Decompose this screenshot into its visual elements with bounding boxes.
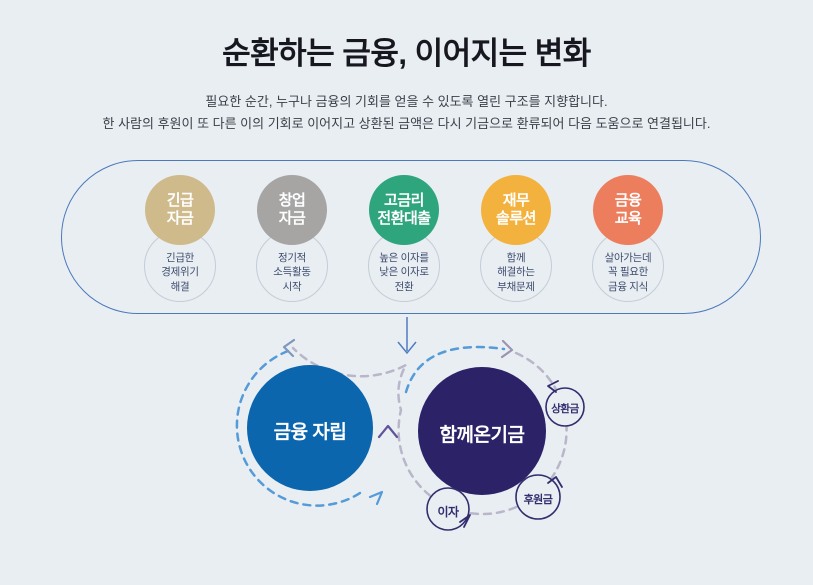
- repayment-badge-circle: [545, 387, 585, 427]
- desc-line: 긴급한: [165, 251, 195, 264]
- desc-line: 정기적: [277, 251, 307, 264]
- program-circle: 긴급 자금: [145, 175, 215, 245]
- program-circle: 재무 솔루션: [481, 175, 551, 245]
- desc-line: 해결하는: [497, 266, 535, 279]
- program-circle: 금융 교육: [593, 175, 663, 245]
- hamkke-on-fund-circle: [418, 367, 546, 495]
- page-subtitle: 필요한 순간, 누구나 금융의 기회를 얻을 수 있도록 열린 구조를 지향합니…: [0, 91, 813, 135]
- down-arrow-icon: [397, 317, 417, 355]
- desc-line: 해결: [170, 280, 190, 293]
- desc-line: 부채문제: [497, 280, 535, 293]
- desc-line: 함께: [506, 251, 526, 264]
- desc-line: 소득활동: [273, 266, 311, 279]
- subtitle-line-2: 한 사람의 후원이 또 다른 이의 기회로 이어지고 상환된 금액은 다시 기금…: [102, 116, 711, 131]
- donation-badge-label: 후원금: [523, 494, 553, 506]
- program-label-line: 교육: [614, 210, 642, 227]
- repayment-cycle-arrow-icon: [547, 380, 559, 393]
- desc-line: 금융 지식: [607, 280, 649, 293]
- program-desc-circle: 긴급한 경제위기 해결: [144, 230, 216, 302]
- program-label-line: 고금리: [384, 191, 424, 209]
- program-circle: 창업 자금: [257, 175, 327, 245]
- desc-line: 시작: [282, 280, 302, 293]
- program-label-line: 창업: [278, 191, 306, 209]
- up-chevron-icon: [377, 424, 399, 439]
- financial-independence-circle: [247, 365, 373, 491]
- program-label-line: 긴급: [166, 191, 194, 209]
- program-circle: 고금리 전환대출: [369, 175, 439, 245]
- desc-line: 살아가는데: [604, 251, 652, 264]
- repayment-badge-label: 상환금: [551, 403, 579, 415]
- subtitle-line-1: 필요한 순간, 누구나 금융의 기회를 얻을 수 있도록 열린 구조를 지향합니…: [205, 94, 608, 109]
- desc-line: 꼭 필요한: [607, 266, 649, 279]
- program-label-line: 금융: [614, 191, 642, 209]
- donation-cycle-arrow-icon: [547, 476, 563, 488]
- program-desc-circle: 높은 이자를 낮은 이자로 전환: [368, 230, 440, 302]
- program-desc-circle: 정기적 소득활동 시작: [256, 230, 328, 302]
- page-title: 순환하는 금융, 이어지는 변화: [222, 36, 591, 71]
- hamkke-on-fund-label: 함께온기금: [439, 425, 525, 446]
- interest-badge-label: 이자: [437, 505, 459, 519]
- program-label-line: 자금: [166, 210, 194, 227]
- desc-line: 높은 이자를: [379, 251, 429, 264]
- program-desc-circle: 살아가는데 꼭 필요한 금융 지식: [592, 230, 664, 302]
- right-arrowhead-icon: [500, 339, 514, 359]
- blue-dashed-arc: [235, 349, 362, 507]
- desc-line: 낮은 이자로: [379, 266, 429, 279]
- program-label-line: 자금: [278, 210, 306, 227]
- program-label-line: 재무: [502, 191, 530, 209]
- left-arrowhead-icon: [282, 338, 296, 358]
- programs-pill-outline: [61, 160, 761, 314]
- northeast-arrowhead-icon: [368, 490, 384, 506]
- donation-badge-circle: [515, 474, 561, 520]
- desc-line: 전환: [394, 280, 414, 293]
- program-label-line: 솔루션: [496, 210, 536, 227]
- program-label-line: 전환대출: [377, 210, 431, 227]
- financial-independence-label: 금융 자립: [273, 422, 347, 443]
- interest-badge-circle: [426, 487, 470, 531]
- interest-cycle-arrow-icon: [459, 514, 471, 528]
- desc-line: 경제위기: [161, 266, 199, 279]
